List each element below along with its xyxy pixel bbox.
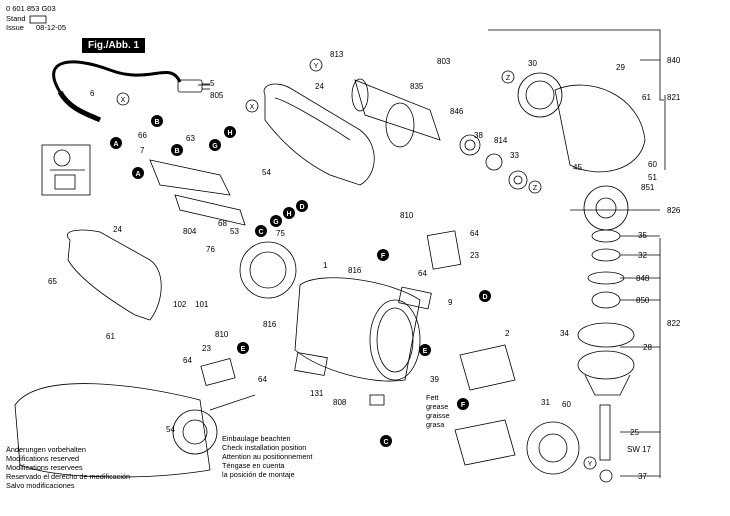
label-64-b: 64: [418, 269, 427, 278]
ref-D-1: D: [299, 204, 304, 211]
stand-label: Stand: [6, 14, 26, 23]
issue-date: 08-12-05: [36, 23, 67, 32]
label-64-d: 64: [258, 375, 267, 384]
label-805: 805: [210, 91, 224, 100]
label-848: 848: [636, 274, 650, 283]
label-101: 101: [195, 300, 209, 309]
label-813: 813: [330, 50, 344, 59]
label-822: 822: [667, 319, 681, 328]
label-102: 102: [173, 300, 187, 309]
label-1: 1: [323, 261, 328, 270]
ref-Z-1: Z: [506, 75, 511, 82]
label-816-bot: 816: [263, 320, 277, 329]
label-131: 131: [310, 389, 324, 398]
label-61-bot: 61: [106, 332, 115, 341]
ref-Y-2: Y: [588, 461, 593, 468]
ref-Z-2: Z: [533, 185, 538, 192]
label-66: 66: [138, 131, 147, 140]
label-5: 5: [210, 79, 215, 88]
ref-H-1: H: [227, 130, 232, 137]
label-24-top: 24: [315, 82, 324, 91]
ref-G-2: G: [273, 219, 279, 226]
label-76: 76: [206, 245, 215, 254]
part-number: 0 601 853 G03: [6, 4, 56, 13]
ref-X-2: X: [250, 104, 255, 111]
label-75: 75: [276, 229, 285, 238]
label-32: 32: [638, 251, 647, 260]
label-851: 851: [641, 183, 655, 192]
installation-note: Einbaulage beachten Check installation p…: [222, 434, 313, 479]
label-64-a: 64: [470, 229, 479, 238]
label-850: 850: [636, 296, 650, 305]
label-29: 29: [616, 63, 625, 72]
grease-note: Fett grease graisse grasa: [426, 393, 450, 429]
ref-E-2: E: [423, 348, 428, 355]
label-63: 63: [186, 134, 195, 143]
label-60-top: 60: [648, 160, 657, 169]
ref-B-2: B: [174, 148, 179, 155]
label-65: 65: [48, 277, 57, 286]
ref-H-2: H: [286, 211, 291, 218]
label-835: 835: [410, 82, 424, 91]
label-37: 37: [638, 472, 647, 481]
ref-F-1: F: [381, 253, 386, 260]
label-51: 51: [648, 173, 657, 182]
label-814: 814: [494, 136, 508, 145]
figure-label: Fig./Abb. 1: [82, 38, 146, 53]
label-826: 826: [667, 206, 681, 215]
bracket-803: [488, 29, 664, 101]
label-54-inset: 54: [166, 425, 175, 434]
label-39: 39: [430, 375, 439, 384]
label-53: 53: [230, 227, 239, 236]
ref-E-1: E: [241, 346, 246, 353]
label-6: 6: [90, 89, 95, 98]
ref-F-2: F: [461, 402, 466, 409]
label-30: 30: [528, 59, 537, 68]
label-34: 34: [560, 329, 569, 338]
ref-C-2: C: [383, 439, 388, 446]
label-24-bot: 24: [113, 225, 122, 234]
label-816-top: 816: [348, 266, 362, 275]
label-38: 38: [474, 131, 483, 140]
ref-G-1: G: [212, 143, 218, 150]
label-45: 45: [573, 163, 582, 172]
label-810-bot: 810: [215, 330, 229, 339]
label-sw17: SW 17: [627, 445, 652, 454]
label-840: 840: [667, 56, 681, 65]
label-64-c: 64: [183, 356, 192, 365]
stand-mark: [29, 15, 47, 24]
label-808: 808: [333, 398, 347, 407]
ref-B-1: B: [154, 119, 159, 126]
label-25: 25: [630, 428, 639, 437]
label-31: 31: [541, 398, 550, 407]
label-28: 28: [643, 343, 652, 352]
ref-Y-1: Y: [314, 63, 319, 70]
ref-C-1: C: [258, 229, 263, 236]
label-68: 68: [218, 219, 227, 228]
label-54-top: 54: [262, 168, 271, 177]
label-9: 9: [448, 298, 453, 307]
label-810-top: 810: [400, 211, 414, 220]
issue-label: Issue: [6, 23, 24, 32]
label-23-top: 23: [470, 251, 479, 260]
label-821: 821: [667, 93, 681, 102]
label-846: 846: [450, 107, 464, 116]
ref-X-1: X: [121, 97, 126, 104]
modifications-note: Änderungen vorbehalten Modifications res…: [6, 445, 131, 490]
label-23-bot: 23: [202, 344, 211, 353]
ref-A-2: A: [135, 171, 140, 178]
label-33: 33: [510, 151, 519, 160]
label-2: 2: [505, 329, 510, 338]
label-7: 7: [140, 146, 145, 155]
label-61-top: 61: [642, 93, 651, 102]
label-60-bot: 60: [562, 400, 571, 409]
label-35: 35: [638, 231, 647, 240]
ref-A-1: A: [113, 141, 118, 148]
label-803: 803: [437, 57, 451, 66]
ref-D-2: D: [482, 294, 487, 301]
label-804: 804: [183, 227, 197, 236]
